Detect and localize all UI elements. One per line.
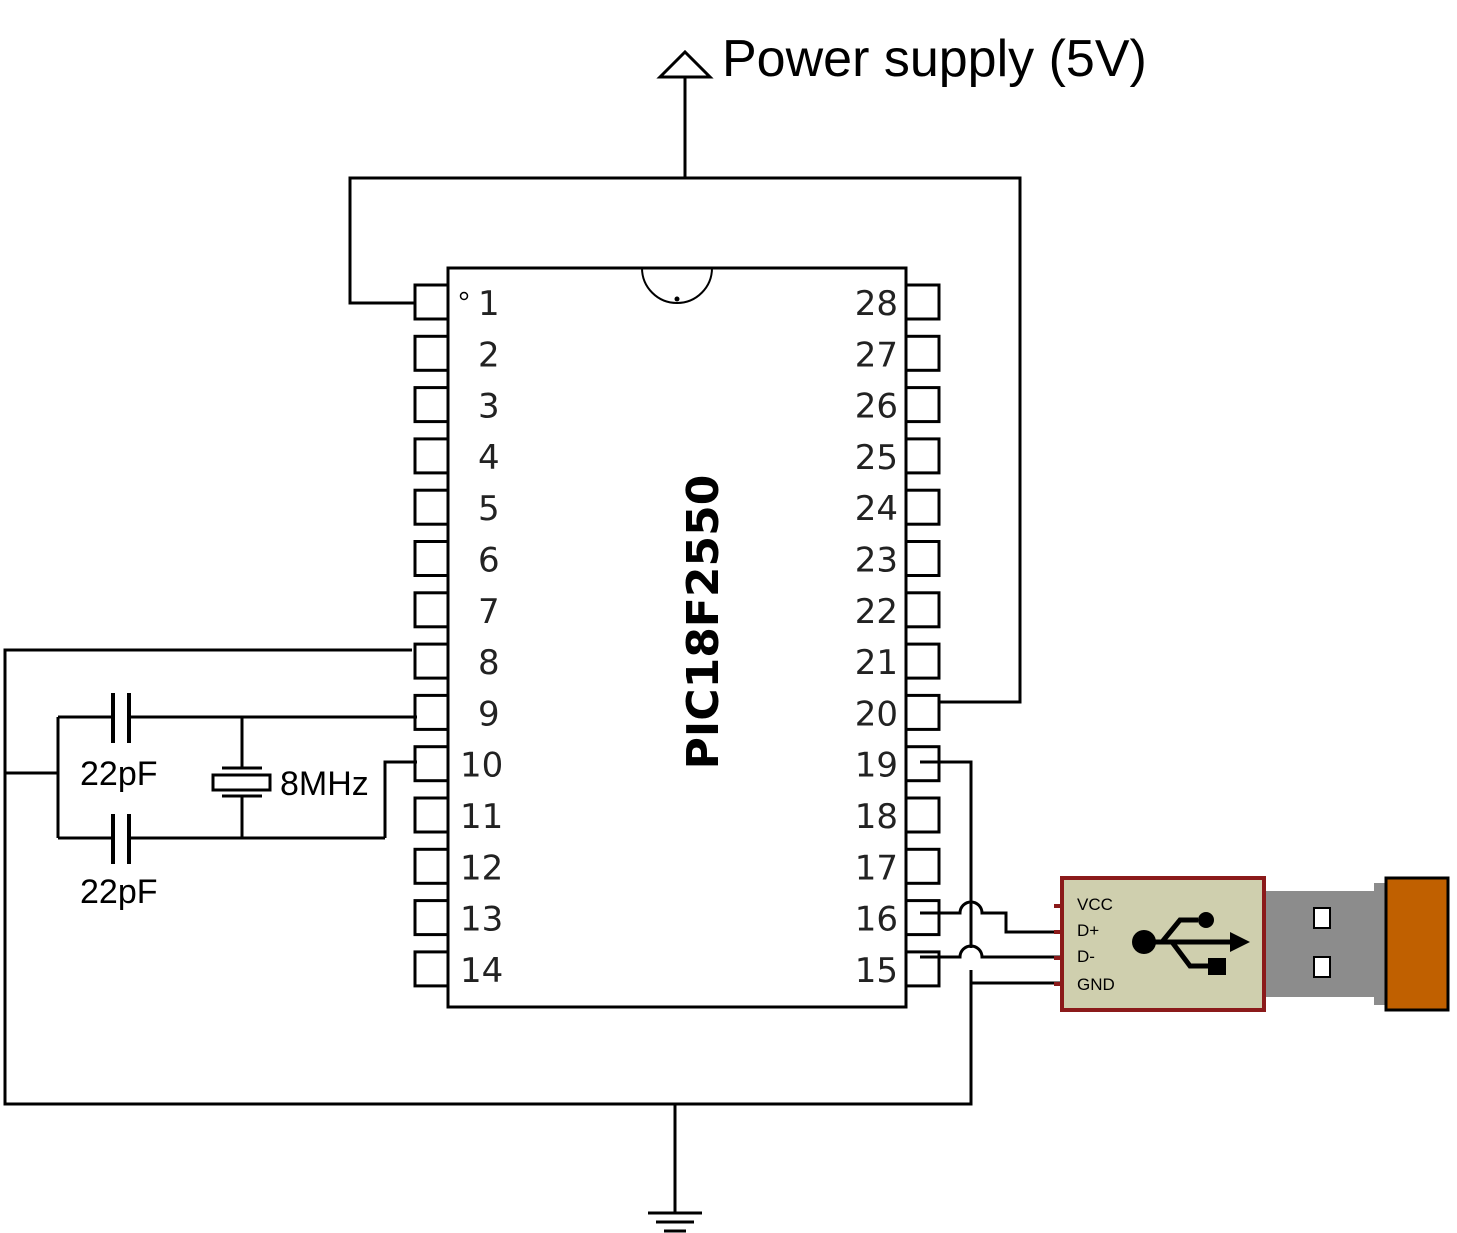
pin-number-11: 11 bbox=[460, 797, 503, 837]
right-pin-22 bbox=[904, 591, 941, 629]
left-pin-5 bbox=[413, 488, 450, 526]
pin-number-3: 3 bbox=[478, 387, 500, 427]
left-pin-8 bbox=[413, 642, 450, 680]
pin-number-24: 24 bbox=[855, 489, 898, 529]
right-pin-23 bbox=[904, 540, 941, 577]
crystal-label: 8MHz bbox=[280, 765, 369, 803]
right-pin-boxes bbox=[904, 283, 941, 988]
pin-number-28: 28 bbox=[855, 284, 898, 324]
capacitor-top bbox=[111, 693, 131, 743]
power-supply-symbol bbox=[656, 49, 714, 178]
right-pin-17 bbox=[904, 847, 941, 885]
chip-name: PIC18F2550 bbox=[678, 475, 729, 770]
pin-number-7: 7 bbox=[478, 592, 500, 632]
left-pin-boxes bbox=[413, 283, 450, 988]
ground-wiring bbox=[3, 648, 1060, 1212]
right-pin-24 bbox=[904, 488, 941, 526]
usb-pin-gnd: GND bbox=[1077, 975, 1115, 994]
pic-chip: PIC18F2550 bbox=[413, 266, 941, 1009]
left-pin-7 bbox=[413, 591, 450, 629]
pin-number-6: 6 bbox=[478, 541, 500, 581]
pin-number-4: 4 bbox=[478, 438, 500, 478]
pin-number-14: 14 bbox=[460, 951, 503, 991]
left-pin-10 bbox=[413, 745, 450, 783]
right-pin-16 bbox=[904, 899, 941, 937]
power-supply-label: Power supply (5V) bbox=[722, 30, 1147, 88]
usb-trident-icon bbox=[1132, 912, 1250, 975]
right-pin-27 bbox=[904, 334, 941, 372]
pin-number-12: 12 bbox=[460, 848, 503, 888]
crystal bbox=[211, 766, 272, 798]
usb-pin-vcc: VCC bbox=[1077, 895, 1113, 914]
pin-number-18: 18 bbox=[855, 797, 898, 837]
vcc-rail bbox=[348, 176, 1022, 704]
left-pin-1 bbox=[413, 283, 450, 321]
right-pin-28 bbox=[904, 283, 941, 321]
pin-number-23: 23 bbox=[855, 541, 898, 581]
pin-number-17: 17 bbox=[855, 848, 898, 888]
pin-number-8: 8 bbox=[478, 643, 500, 683]
right-pin-26 bbox=[904, 386, 941, 424]
oscillator-circuit bbox=[56, 715, 417, 840]
capacitor-bottom bbox=[111, 814, 131, 864]
pin-number-20: 20 bbox=[855, 694, 898, 734]
pin-number-10: 10 bbox=[460, 746, 503, 786]
pin-number-9: 9 bbox=[478, 694, 500, 734]
pin-number-22: 22 bbox=[855, 592, 898, 632]
left-pin-9 bbox=[413, 693, 450, 731]
pin-number-19: 19 bbox=[855, 746, 898, 786]
left-pin-14 bbox=[413, 950, 450, 988]
cap-top-label: 22pF bbox=[80, 755, 158, 793]
pin-number-15: 15 bbox=[855, 951, 898, 991]
right-pin-25 bbox=[904, 437, 941, 475]
right-pin-20 bbox=[904, 693, 941, 731]
usb-connector: VCC D+ D- GND bbox=[1054, 876, 1450, 1012]
pin-number-1: 1 bbox=[478, 284, 500, 324]
usb-data-lines bbox=[920, 760, 1060, 983]
usb-pin-dplus: D+ bbox=[1077, 921, 1099, 940]
left-pin-4 bbox=[413, 437, 450, 475]
ground-symbol bbox=[648, 1211, 702, 1233]
left-pin-2 bbox=[413, 334, 450, 372]
left-pin-12 bbox=[413, 847, 450, 885]
pin-number-2: 2 bbox=[478, 335, 500, 375]
left-pin-11 bbox=[413, 796, 450, 834]
pin-number-21: 21 bbox=[855, 643, 898, 683]
pin-number-26: 26 bbox=[855, 387, 898, 427]
pin-number-27: 27 bbox=[855, 335, 898, 375]
left-pin-3 bbox=[413, 386, 450, 424]
pin-number-25: 25 bbox=[855, 438, 898, 478]
left-pin-6 bbox=[413, 540, 450, 577]
right-pin-21 bbox=[904, 642, 941, 680]
pin-number-16: 16 bbox=[855, 900, 898, 940]
left-pin-13 bbox=[413, 899, 450, 937]
usb-pin-dminus: D- bbox=[1077, 947, 1095, 966]
pin-number-5: 5 bbox=[478, 489, 500, 529]
right-pin-19 bbox=[904, 745, 941, 783]
cap-bottom-label: 22pF bbox=[80, 873, 158, 911]
right-pin-18 bbox=[904, 796, 941, 834]
pin-number-13: 13 bbox=[460, 900, 503, 940]
